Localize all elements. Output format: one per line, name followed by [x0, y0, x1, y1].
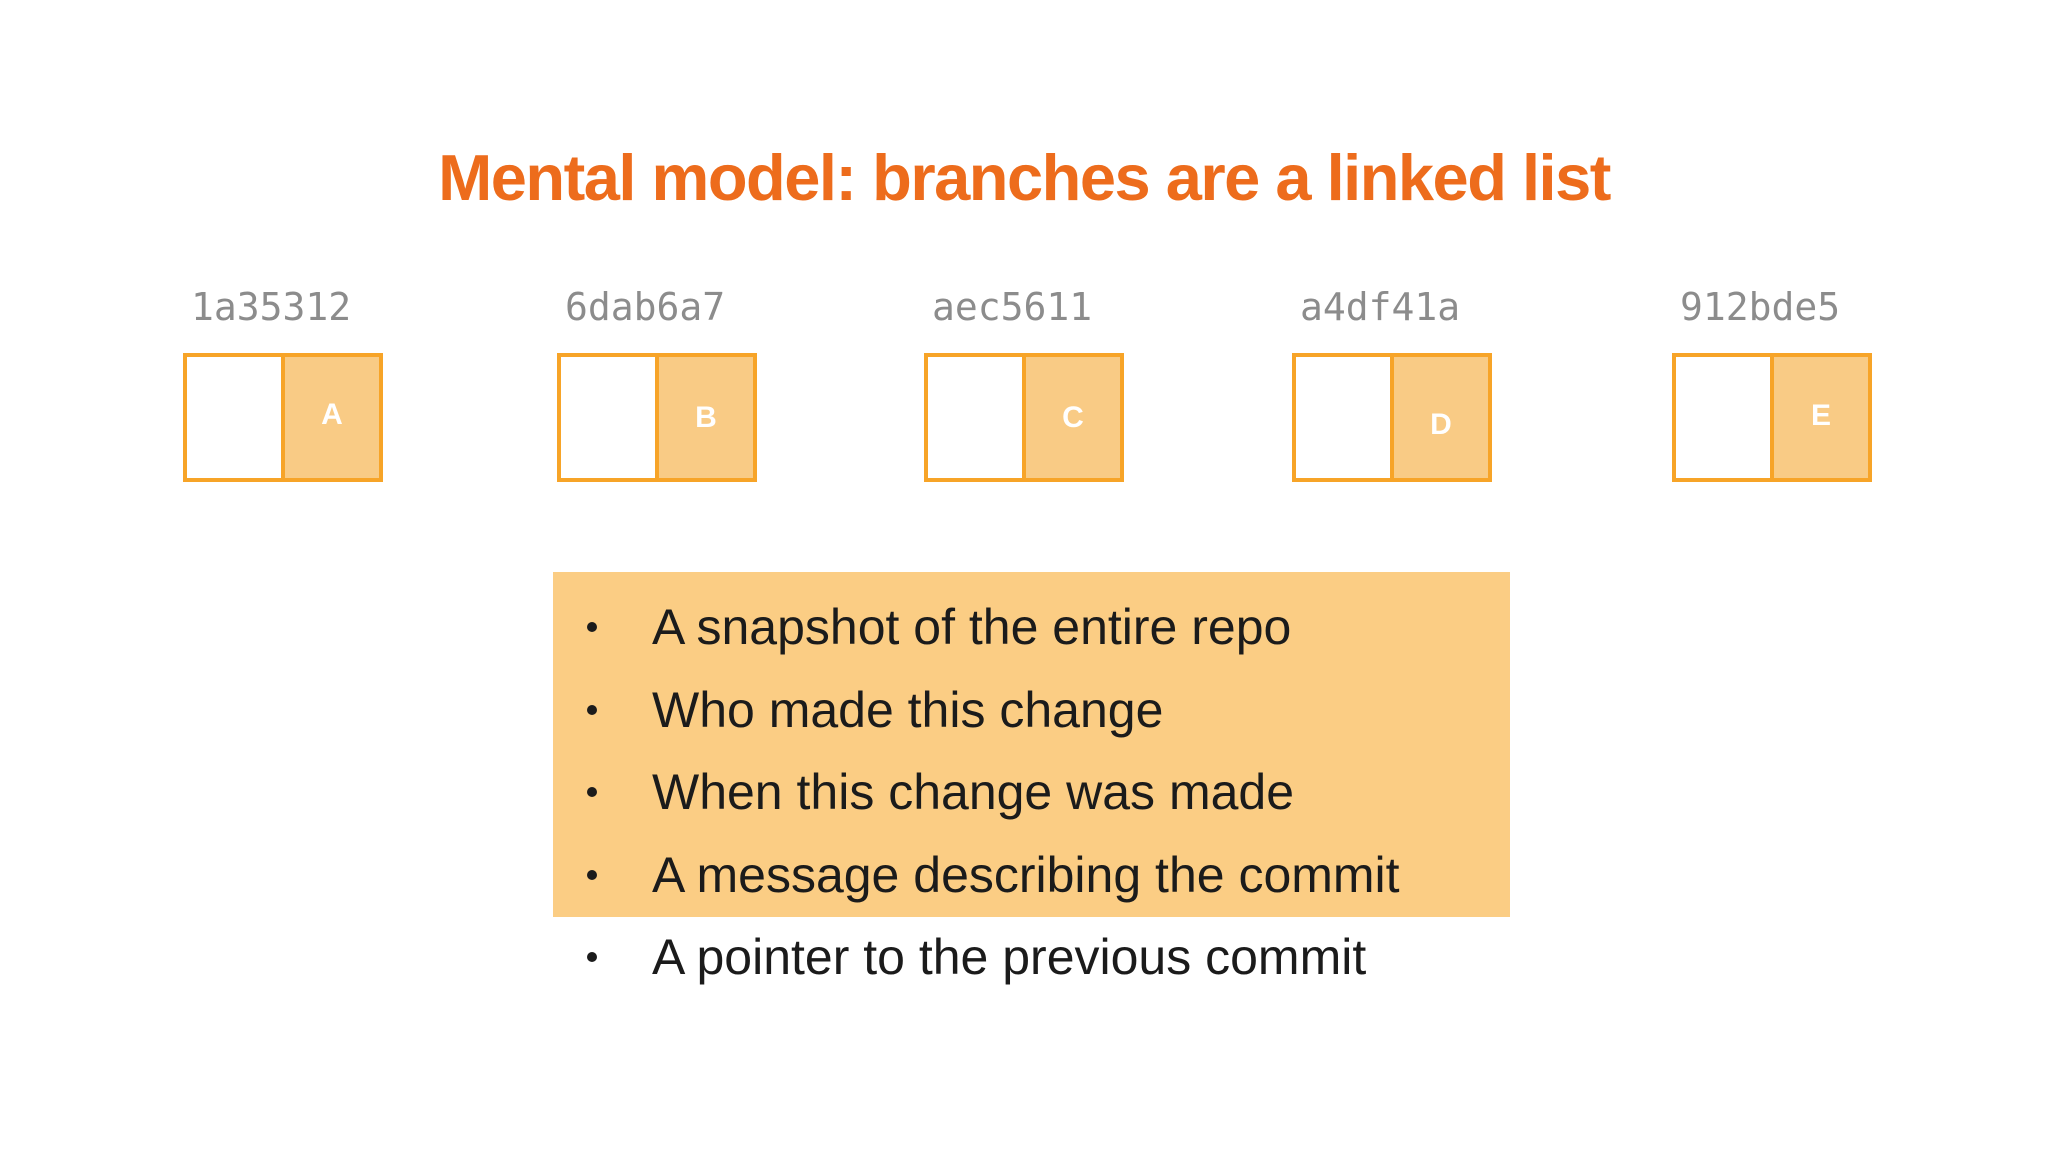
commit-letter: A: [321, 397, 343, 431]
commit-label-cell: C: [1026, 357, 1120, 478]
bullet-item: A snapshot of the entire repo: [553, 586, 1400, 669]
commit-node-c: aec5611 C: [924, 288, 1124, 482]
commit-label-cell: E: [1774, 357, 1868, 478]
bullet-item: When this change was made: [553, 751, 1400, 834]
commit-letter: C: [1062, 400, 1084, 434]
commit-node-b: 6dab6a7 B: [557, 288, 757, 482]
bullet-text: A snapshot of the entire repo: [652, 599, 1292, 656]
commit-label-cell: B: [659, 357, 753, 478]
commit-box: C: [924, 353, 1124, 482]
commit-hash: aec5611: [932, 285, 1093, 329]
commit-snapshot-cell: [1296, 357, 1394, 478]
bullet-dot-icon: [587, 869, 597, 880]
commit-letter: D: [1430, 407, 1452, 441]
commit-hash: 912bde5: [1680, 285, 1841, 329]
bullet-dot-icon: [587, 787, 597, 798]
bullet-item: Who made this change: [553, 669, 1400, 752]
highlight-box: [553, 572, 1510, 917]
commit-snapshot-cell: [1676, 357, 1774, 478]
bullet-item: A message describing the commit: [553, 834, 1400, 917]
bullet-dot-icon: [587, 622, 597, 633]
slide-title: Mental model: branches are a linked list: [438, 140, 1611, 214]
commit-node-a: 1a35312 A: [183, 288, 383, 482]
commit-box: D: [1292, 353, 1492, 482]
commit-snapshot-cell: [561, 357, 659, 478]
bullet-text: A message describing the commit: [652, 846, 1400, 903]
bullet-text: Who made this change: [652, 681, 1164, 738]
commit-letter: E: [1810, 398, 1831, 432]
bullet-text: A pointer to the previous commit: [652, 929, 1367, 986]
bullet-text: When this change was made: [652, 764, 1295, 821]
commit-node-d: a4df41a D: [1292, 288, 1492, 482]
commit-hash: a4df41a: [1300, 285, 1461, 329]
bullet-dot-icon: [587, 704, 597, 715]
commit-hash: 1a35312: [191, 285, 352, 329]
commit-node-e: 912bde5 E: [1672, 288, 1872, 482]
commit-snapshot-cell: [187, 357, 285, 478]
commit-label-cell: D: [1394, 357, 1488, 478]
commit-box: E: [1672, 353, 1872, 482]
commit-letter: B: [695, 400, 717, 434]
commit-hash: 6dab6a7: [565, 285, 726, 329]
bullet-list: A snapshot of the entire repo Who made t…: [553, 586, 1400, 999]
commit-box: B: [557, 353, 757, 482]
bullet-item: A pointer to the previous commit: [553, 916, 1400, 999]
commit-snapshot-cell: [928, 357, 1026, 478]
bullet-dot-icon: [587, 952, 597, 963]
commit-label-cell: A: [285, 357, 379, 478]
commit-box: A: [183, 353, 383, 482]
commit-row: 1a35312 A 6dab6a7 B aec5611 C: [0, 288, 2048, 488]
